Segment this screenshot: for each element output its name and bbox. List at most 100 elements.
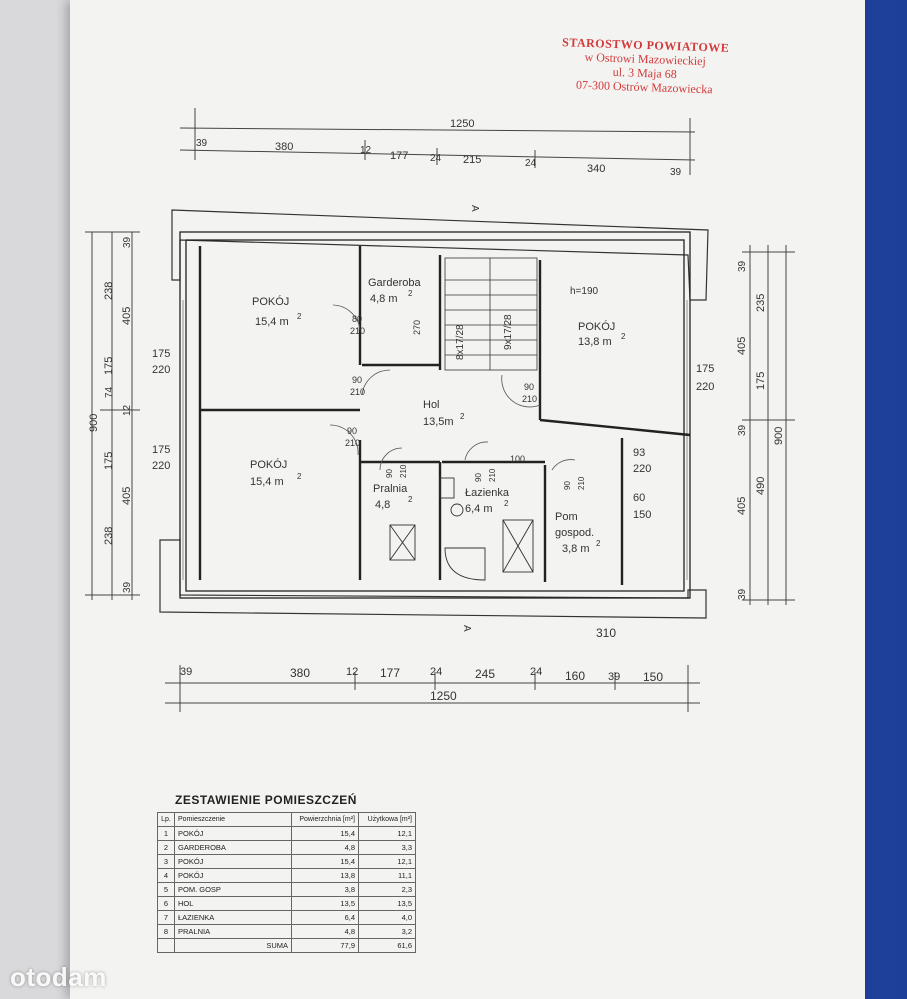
dim-top-total: 1250 [450,118,474,130]
cell-empty [157,938,175,953]
dim-bottom-total: 1250 [430,689,457,703]
dim-right-4: 39 [737,424,748,436]
dim-bottom-9: 39 [608,671,620,683]
door-7-width: 90 [563,481,572,490]
door-4-width: 90 [347,426,357,436]
dim-right-inner-1: 405 [736,337,748,355]
dim-right-inner-2: 405 [736,497,748,515]
room-area-garderoba: 4,8 m [370,293,398,305]
room-label-pom: Pom [555,511,578,523]
door-4-height: 210 [345,438,360,448]
dim-bottom-4: 177 [380,666,400,680]
cell-area: 15,4 [291,854,359,869]
cell-usable: 11,1 [358,868,416,883]
window-4-height: 220 [633,463,651,475]
dim-top-1: 39 [196,138,208,149]
cell-lp: 4 [157,868,175,883]
room-label-pralnia: Pralnia [373,483,408,495]
dim-bottom-2: 380 [290,666,310,680]
sum-label: SUMA [174,938,292,953]
door-3-height: 210 [522,394,537,404]
dim-right-1: 39 [737,260,748,272]
dim-left-2: 238 [103,282,115,300]
dim-right-3: 175 [755,372,767,390]
door-3-width: 90 [524,382,534,392]
room-area-sup-ne: 2 [621,332,626,341]
cell-room: GARDEROBA [174,840,292,855]
room-area-sup-garderoba: 2 [408,289,413,298]
header-lp: Lp. [157,812,175,827]
dim-bottom-3: 12 [346,666,358,678]
room-label-gospod: gospod. [555,527,594,539]
dim-left-5: 12 [122,404,133,416]
section-mark-top: A [469,205,480,212]
cell-usable: 4,0 [358,910,416,925]
stairs-note-1: 8x17/28 [455,324,466,360]
cell-room: POM. GOSP [174,882,292,897]
table-sum-row: SUMA 77,9 61,6 [157,938,416,953]
door-2-width: 90 [352,375,362,385]
cell-usable: 13,5 [358,896,416,911]
cell-room: ŁAZIENKA [174,910,292,925]
window-4-width: 93 [633,447,645,459]
dim-bottom-5: 24 [430,666,442,678]
sum-area: 77,9 [291,938,359,953]
dim-top-5: 24 [430,153,442,164]
dim-left-4: 74 [104,386,115,398]
room-label-pokoj-ne: POKÓJ [578,320,615,333]
room-label-pokoj-nw: POKÓJ [252,295,289,308]
room-area-sup-hol: 2 [460,412,465,421]
room-label-lazienka: Łazienka [465,487,510,499]
dim-left-inner-1: 405 [121,307,133,325]
room-area-pokoj-nw: 15,4 m [255,316,289,328]
room-area-hol: 13,5m [423,416,454,428]
door-1-height: 210 [350,326,365,336]
room-area-sup-pom: 2 [596,539,601,548]
room-area-pralnia: 4,8 [375,499,390,511]
window-3-height: 220 [696,381,714,393]
window-1-height: 220 [152,364,170,376]
dim-bottom-extra: 310 [596,626,616,640]
door-5-height: 210 [399,464,408,478]
cell-area: 4,8 [291,924,359,939]
otodom-watermark: otodam [10,962,107,992]
room-label-pokoj-sw: POKÓJ [250,458,287,471]
room-label-garderoba: Garderoba [368,277,421,289]
dim-right-5: 490 [755,477,767,495]
cell-room: HOL [174,896,292,911]
cell-area: 13,5 [291,896,359,911]
door-2-height: 210 [350,387,365,397]
window-2-height: 220 [152,460,170,472]
dim-bottom-10: 150 [643,670,663,684]
dim-right-total: 900 [773,427,785,445]
door-7-height: 210 [577,476,586,490]
dim-left-7: 238 [103,527,115,545]
room-area-sup-sw: 2 [297,472,302,481]
room-label-hol: Hol [423,399,440,411]
dim-bottom-1: 39 [180,666,192,678]
window-5-width: 60 [633,492,645,504]
dim-bottom-7: 24 [530,666,542,678]
dim-top-7: 24 [525,158,537,169]
dim-left-6: 175 [103,452,115,470]
cell-lp: 2 [157,840,175,855]
dim-100-note: 100 [510,454,525,464]
table-header-row: Lp. Pomieszczenie Powierzchnia [m²] Użyt… [157,812,416,827]
cell-area: 15,4 [291,826,359,841]
window-1-width: 175 [152,348,170,360]
cell-usable: 3,2 [358,924,416,939]
cell-usable: 3,3 [358,840,416,855]
window-2-width: 175 [152,444,170,456]
room-area-pokoj-sw: 15,4 m [250,476,284,488]
cell-room: POKÓJ [174,868,292,883]
cell-area: 13,8 [291,868,359,883]
cell-lp: 8 [157,924,175,939]
room-area-lazienka: 6,4 m [465,503,493,515]
cell-usable: 12,1 [358,826,416,841]
dim-right-2: 235 [755,294,767,312]
room-table-title: ZESTAWIENIE POMIESZCZEŃ [175,793,357,807]
dim-top-2: 380 [275,141,293,153]
